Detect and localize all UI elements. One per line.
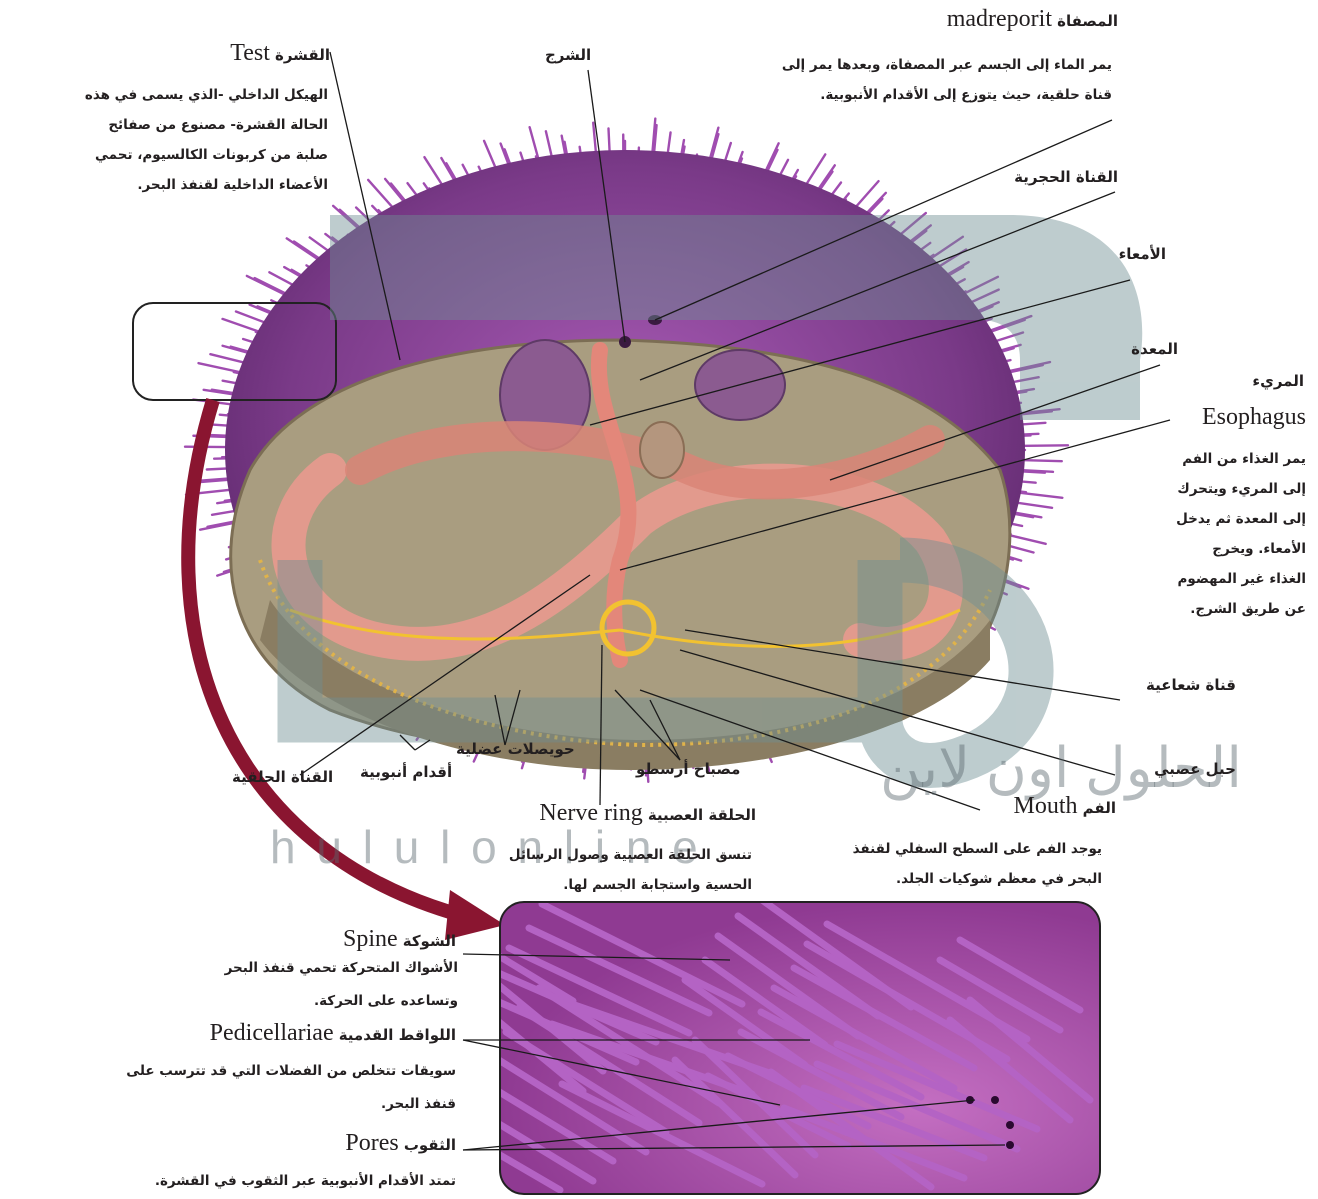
desc-mouth-line: البحر في معظم شوكيات الجلد. [782,864,1102,894]
label-nerve-ring-ar: الحلقة العصبية [648,806,756,824]
label-pores-ar: الثقوب [404,1136,456,1154]
label-esophagus-en: Esophagus [1202,404,1306,431]
zoom-panel-content [433,892,1100,1194]
desc-test: الهيكل الداخلي -الذي يسمى في هذه الحالة … [8,80,328,200]
label-mouth: الفم Mouth [1014,793,1116,820]
label-pores: الثقوب Pores [345,1130,456,1157]
desc-esophagus-line: الغذاء غير المهضوم [1128,564,1306,594]
label-ring-canal: القناة الحلقية [232,768,333,786]
label-nerve-cord: حبل عصبي [1154,760,1236,778]
desc-pedicellariae: سويقات تتخلص من الفضلات التي قد تترسب عل… [56,1055,456,1121]
label-madreporite: المصفاة madreporit [947,6,1118,33]
label-esophagus-ar: المريء [1252,372,1304,390]
label-pedicellariae-en: Pedicellariae [210,1020,334,1046]
desc-pedicellariae-line: قنفذ البحر. [56,1088,456,1121]
label-stone-canal: القناة الحجرية [1014,168,1118,186]
desc-mouth-line: يوجد الفم على السطح السفلي لقنفذ [782,834,1102,864]
desc-esophagus-line: إلى المريء ويتحرك [1128,474,1306,504]
stone-canal-shape [640,422,684,478]
desc-spine-line: الأشواك المتحركة تحمي قنفذ البحر [158,952,458,985]
label-nerve-ring-en: Nerve ring [539,800,642,826]
label-pedicellariae: اللواقط القدمية Pedicellariae [210,1020,456,1047]
desc-pores-line: تمتد الأقدام الأنبوبية عبر الثقوب في الق… [36,1166,456,1196]
label-nerve-ring: الحلقة العصبية Nerve ring [539,800,756,827]
desc-madreporite-line: يمر الماء إلى الجسم عبر المصفاة، وبعدها … [722,50,1112,80]
label-intestine: الأمعاء [1119,245,1166,263]
label-test-ar: القشرة [275,46,330,64]
label-anus: الشرج [545,46,591,64]
desc-madreporite-line: قناة حلقية، حيث يتوزع إلى الأقدام الأنبو… [722,80,1112,110]
desc-test-line: الحالة القشرة- مصنوع من صفائح [8,110,328,140]
label-stomach: المعدة [1131,340,1178,358]
desc-esophagus: يمر الغذاء من الفم إلى المريء ويتحرك إلى… [1128,444,1306,624]
desc-test-line: صلبة من كربونات الكالسيوم، تحمي [8,140,328,170]
label-pedicellariae-ar: اللواقط القدمية [339,1026,456,1044]
desc-pedicellariae-line: سويقات تتخلص من الفضلات التي قد تترسب عل… [56,1055,456,1088]
desc-test-line: الهيكل الداخلي -الذي يسمى في هذه [8,80,328,110]
desc-nerve-ring-line: الحسية واستجابة الجسم لها. [452,870,752,900]
label-pores-en: Pores [345,1130,398,1156]
label-tube-feet: أقدام أنبوبية [360,763,452,781]
label-mouth-en: Mouth [1014,793,1078,819]
label-spine-en: Spine [343,926,398,952]
desc-mouth: يوجد الفم على السطح السفلي لقنفذ البحر ف… [782,834,1102,894]
desc-esophagus-line: يمر الغذاء من الفم [1128,444,1306,474]
desc-spine: الأشواك المتحركة تحمي قنفذ البحر وتساعده… [158,952,458,1018]
desc-esophagus-line: إلى المعدة ثم يدخل [1128,504,1306,534]
label-madreporite-en: madreporit [947,6,1052,32]
desc-test-line: الأعضاء الداخلية لقنفذ البحر. [8,170,328,200]
desc-pores: تمتد الأقدام الأنبوبية عبر الثقوب في الق… [36,1166,456,1196]
label-test: القشرة Test [230,40,330,67]
desc-nerve-ring-line: تنسق الحلقة العصبية وصول الرسائل [452,840,752,870]
desc-esophagus-line: الأمعاء. ويخرج [1128,534,1306,564]
label-madreporite-ar: المصفاة [1057,12,1118,30]
desc-esophagus-line: عن طريق الشرج. [1128,594,1306,624]
label-test-en: Test [230,40,270,66]
desc-madreporite: يمر الماء إلى الجسم عبر المصفاة، وبعدها … [722,50,1112,110]
desc-spine-line: وتساعده على الحركة. [158,985,458,1018]
desc-nerve-ring: تنسق الحلقة العصبية وصول الرسائل الحسية … [452,840,752,900]
label-radial-canal: قناة شعاعية [1146,676,1236,694]
label-spine-ar: الشوكة [403,932,456,950]
label-spine: الشوكة Spine [343,926,456,953]
label-lantern: مصباح أرسطو [636,760,740,778]
label-ampullae: حويصلات عضلية [456,740,575,758]
label-mouth-ar: الفم [1083,799,1116,817]
